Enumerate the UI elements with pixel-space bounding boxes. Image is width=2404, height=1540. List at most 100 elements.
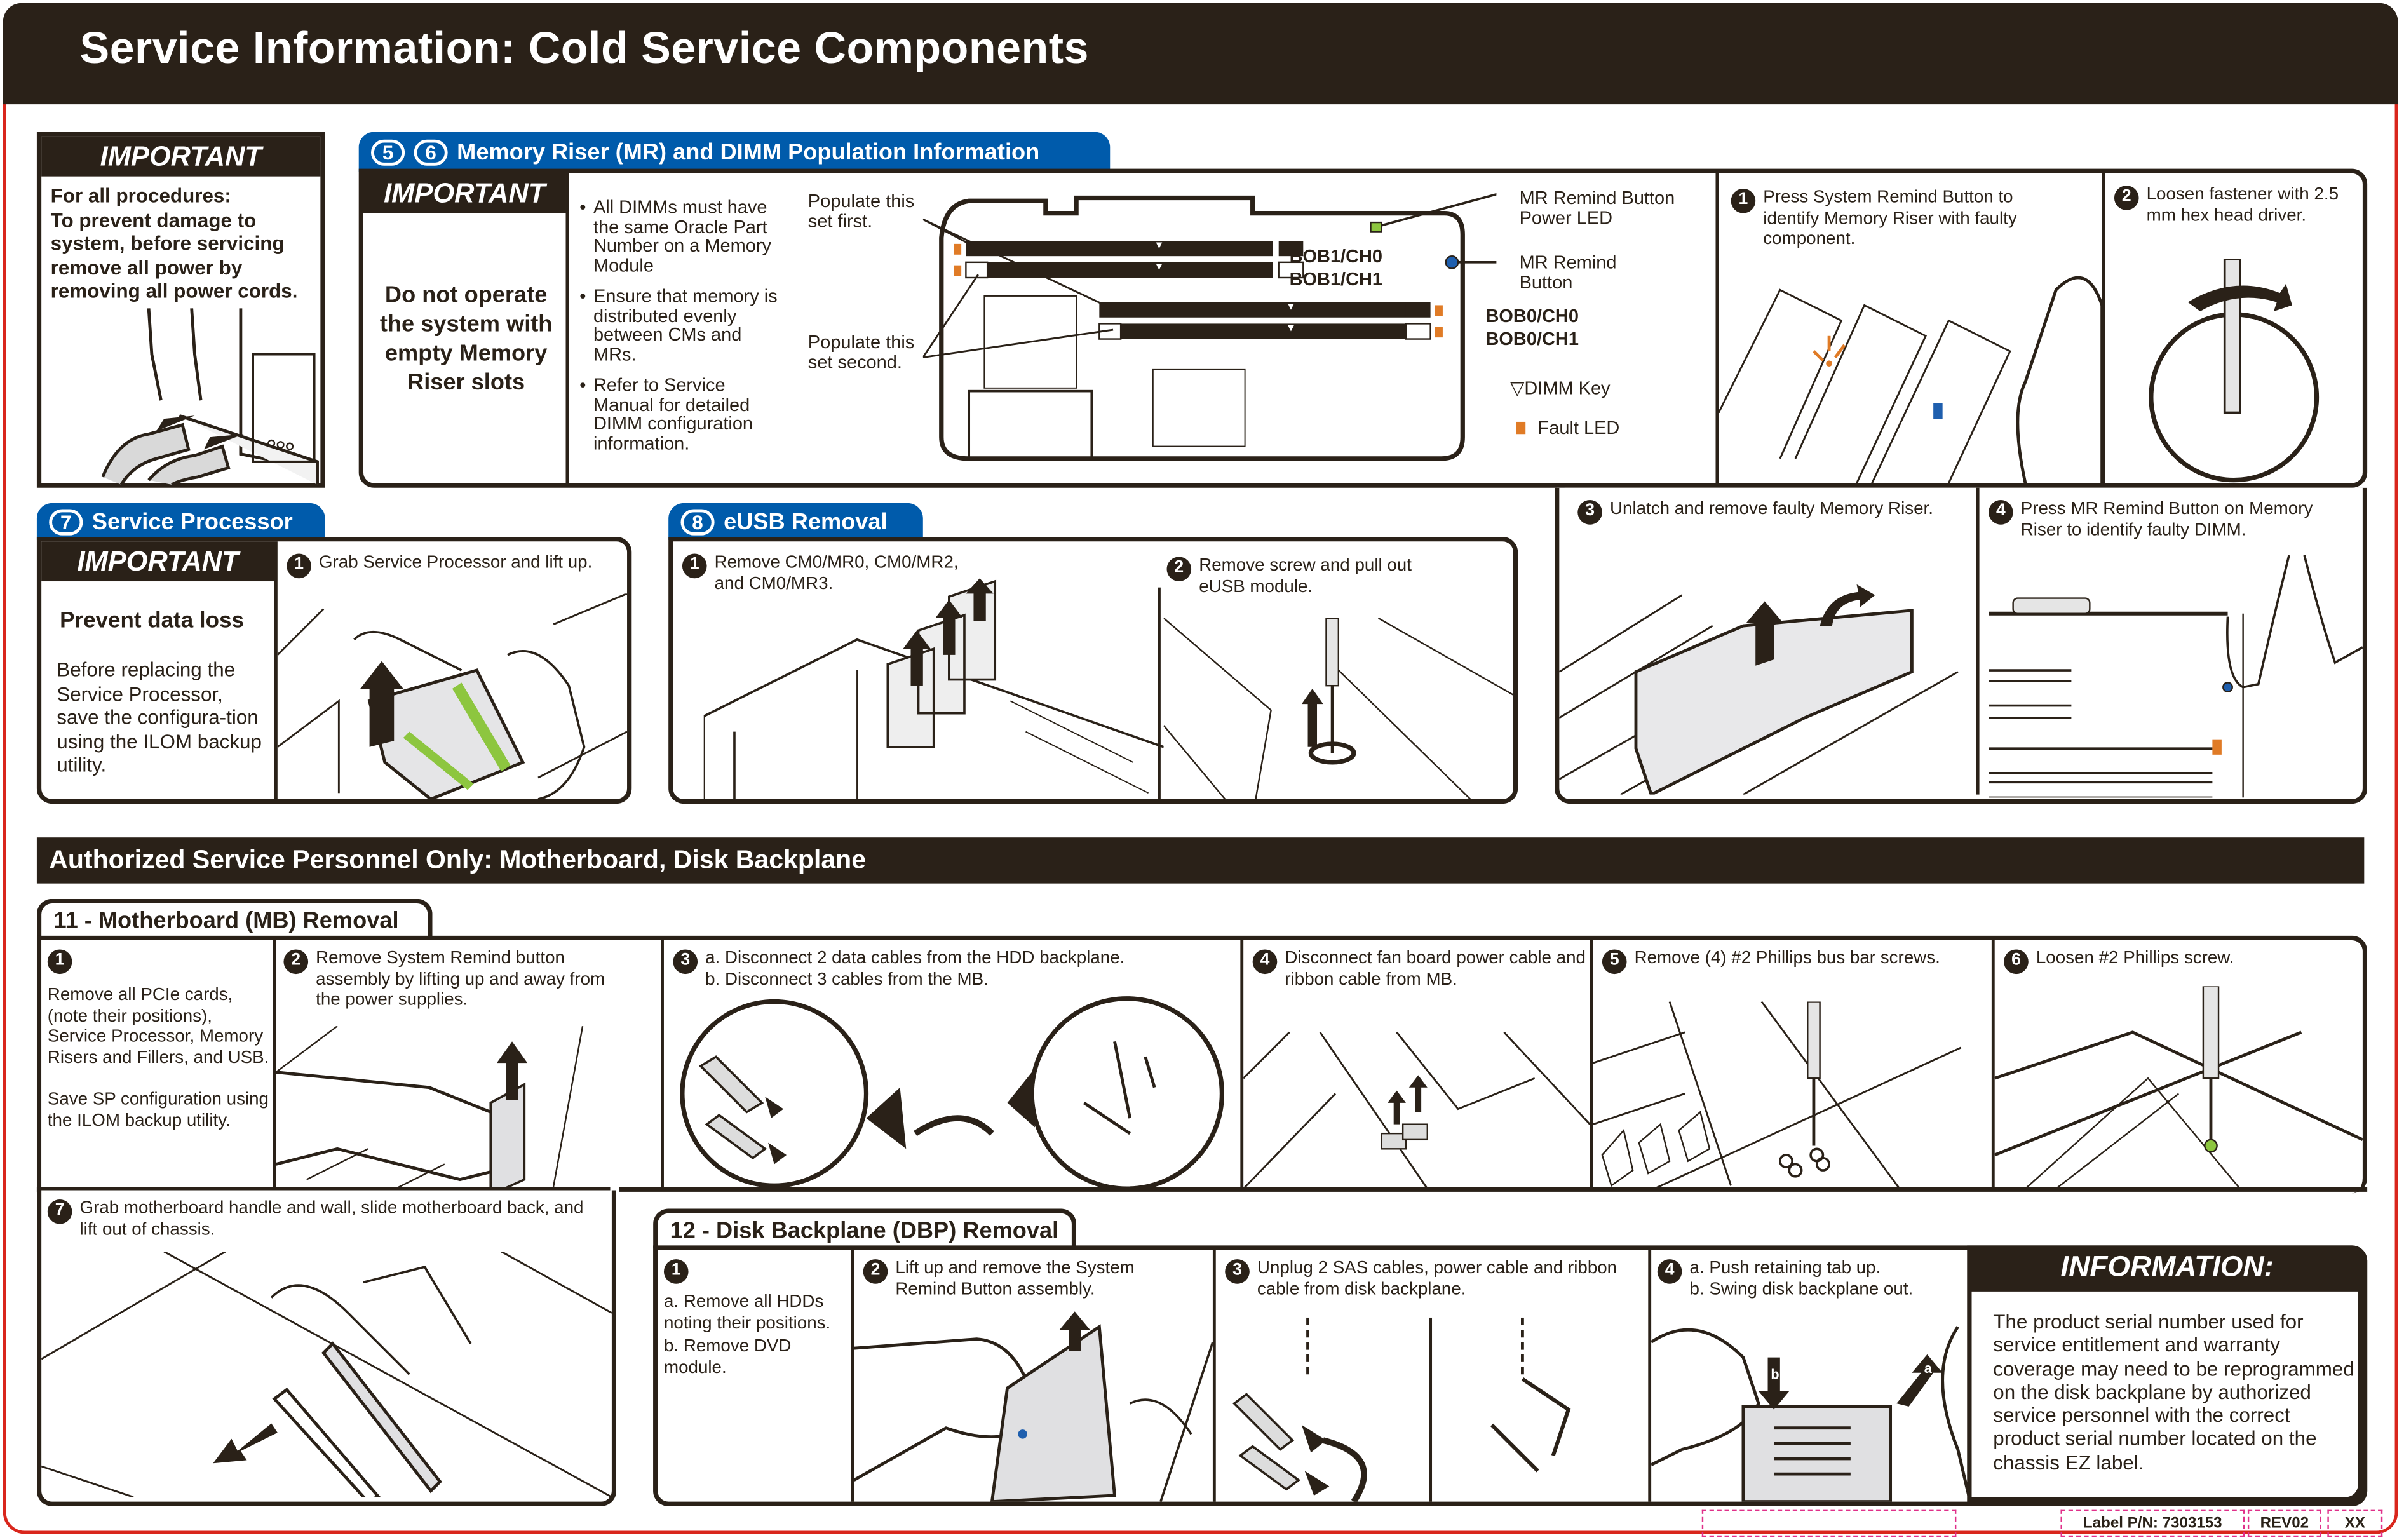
step-text: Remove System Remind button assembly by … [316,949,605,1010]
motherboard-panel-row1: 1 Remove all PCIe cards, (note their pos… [36,935,2368,1195]
step-text: Press MR Remind Button on Memory Riser t… [2020,500,2313,539]
step-number-badge: 6 [414,138,448,165]
mb-step-2: 2 Remove System Remind button assembly by… [283,949,651,1011]
step-number-badge: 7 [49,508,83,535]
important-riser-text: Do not operate the system with empty Mem… [379,282,553,396]
dbp-step-2: 2 Lift up and remove the System Remind Bu… [863,1259,1210,1300]
step-number-badge: 4 [1657,1259,1682,1284]
step-number-badge: 4 [1989,500,2013,525]
hex-driver-illustration [2149,259,2320,483]
step-text: b. Remove DVD module. [663,1337,792,1377]
legend-dimm-key: ▽DIMM Key [1510,377,1610,399]
step-text: Remove all PCIe cards, (note their posit… [47,986,269,1067]
step-number-badge: 2 [283,949,309,975]
sas-cable-illustration [1232,1317,1571,1502]
step-number-badge: 5 [371,138,405,165]
motherboard-slide-illustration [41,1252,612,1497]
step-number-badge: 2 [1166,557,1192,582]
blank-label-area [1701,1509,1957,1537]
step-number-badge: 2 [863,1259,888,1284]
page-title: Service Information: Cold Service Compon… [79,24,1089,74]
mr-remind-button-label: MR Remind Button [1519,251,1617,294]
unlatch-riser-illustration [1559,584,1959,795]
tab-title: Memory Riser (MR) and DIMM Population In… [457,138,1040,165]
mr-step-4: 4 Press MR Remind Button on Memory Riser … [1989,500,2372,541]
step-text: Disconnect fan board power cable and rib… [1285,949,1586,989]
step-number-badge: 7 [47,1199,72,1224]
important-heading: IMPORTANT [363,173,566,213]
divider [2102,173,2105,483]
important-line: system, before servicing [50,231,285,255]
part-number-label: Label P/N: 7303153 [2060,1509,2245,1537]
divider [1158,587,1161,799]
divider [274,541,278,799]
step-number-badge: 3 [1577,500,1602,525]
divider [36,1187,611,1192]
divider [1240,940,1244,1189]
step-number-badge: 2 [2114,186,2139,210]
authorized-personnel-banner: Authorized Service Personnel Only: Mothe… [36,837,2365,884]
populate-second-label: Populate this set second. [807,331,915,373]
important-line: To prevent damage to [50,208,257,231]
mb-step-6: 6 Loosen #2 Phillips screw. [2004,949,2356,975]
remind-assembly-illustration [276,1026,584,1195]
divider [1976,487,1980,795]
step-text: Remove CM0/MR0, CM0/MR2, and CM0/MR3. [714,553,959,593]
mr-remind-illustration [1989,555,2363,798]
divider [1590,940,1593,1189]
important-line: remove all power by [50,255,243,279]
step-text: Grab motherboard handle and wall, slide … [79,1199,584,1239]
system-remind-illustration [1719,276,2102,483]
step-number-badge: 6 [2004,949,2029,975]
divider [1991,940,1995,1189]
step-text: a. Disconnect 2 data cables from the HDD… [705,949,1125,968]
divider [1715,173,1719,483]
step-text: Loosen #2 Phillips screw. [2036,949,2234,968]
slot-label-bob0-ch1: BOB0/CH1 [1485,328,1579,350]
tab-eusb: 8 eUSB Removal [668,503,923,540]
step-text: Lift up and remove the System Remind But… [895,1259,1135,1299]
information-text: The product serial number used for servi… [1993,1309,2354,1474]
bus-bar-screws-illustration [1593,1001,1962,1189]
divider [1212,1250,1216,1502]
step-number-badge: 1 [663,1259,689,1284]
important-heading: IMPORTANT [41,136,321,177]
revision-label: REV02 [2247,1509,2321,1537]
important-heading: IMPORTANT [41,541,274,582]
divider [565,173,569,483]
dimm-key-icon: ▽ [1510,377,1525,399]
populate-first-label: Populate this set first. [807,190,915,232]
list-item: All DIMMs must have the same Oracle Part… [578,198,783,274]
divider [661,940,664,1189]
important-line: removing all power cords. [50,279,298,302]
important-line: For all procedures: [50,184,231,207]
prevent-data-loss: Prevent data loss [60,609,244,634]
code-label: XX [2327,1509,2383,1537]
step-number-badge: 3 [1225,1259,1250,1284]
step-text: a. Push retaining tab up. [1689,1259,1881,1278]
motherboard-panel-step7: 7 Grab motherboard handle and wall, slide… [36,1190,617,1506]
phillips-screw-illustration [1994,986,2363,1189]
dimm-rules-list: All DIMMs must have the same Oracle Part… [578,198,783,464]
tab-service-processor: 7 Service Processor [36,503,325,540]
remind-button-removal-illustration [854,1311,1213,1502]
list-item: Refer to Service Manual for detailed DIM… [578,375,783,453]
service-processor-illustration [277,593,628,799]
fault-led-icon [1516,421,1526,435]
step-number-badge: 1 [47,949,72,975]
service-processor-panel: IMPORTANT Prevent data loss Before repla… [36,537,633,804]
tab-disk-backplane: 12 - Disk Backplane (DBP) Removal [653,1208,1077,1249]
fan-cable-illustration [1243,1031,1590,1189]
arrow-label-a: a [1924,1360,1932,1376]
step-text: Unplug 2 SAS cables, power cable and rib… [1257,1259,1617,1299]
step-number-badge: 1 [1731,188,1756,213]
tab-title: Service Processor [91,508,293,535]
